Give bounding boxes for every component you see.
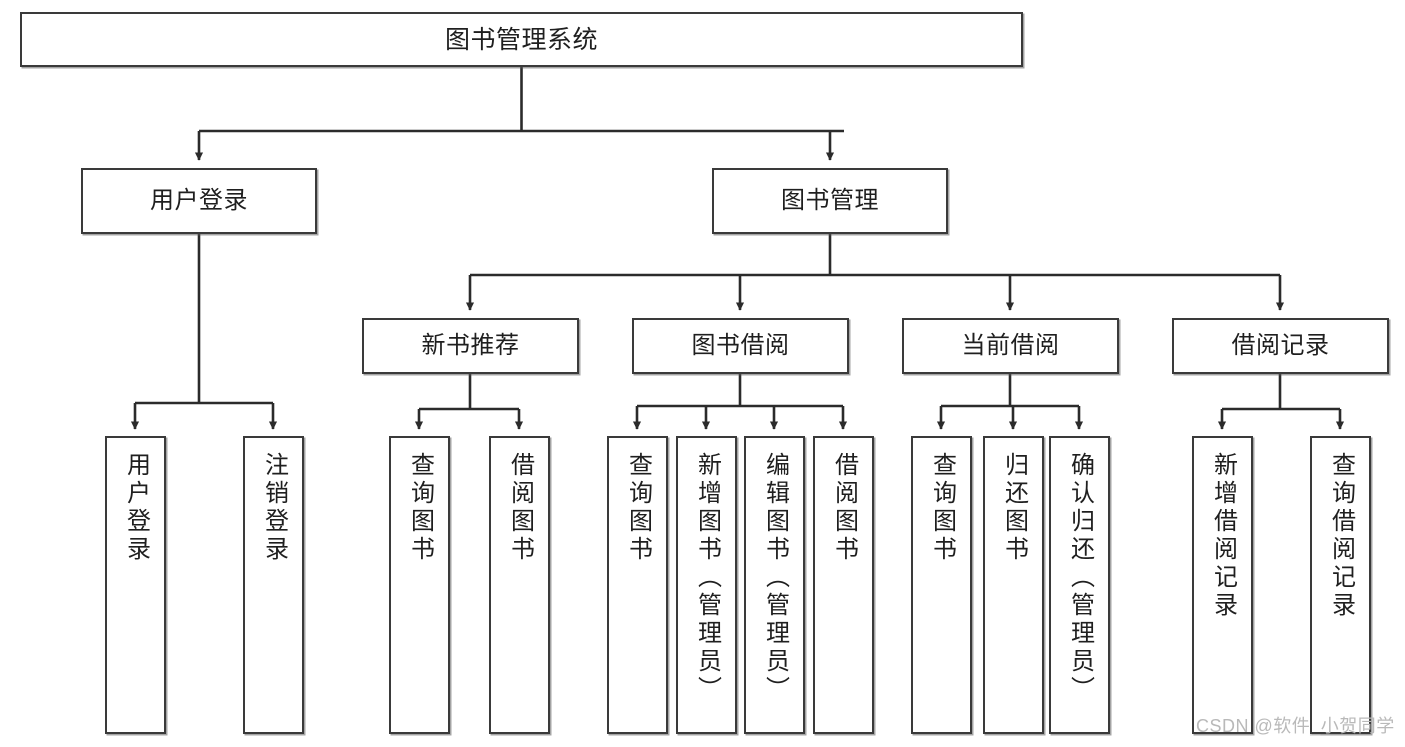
node-label: 新书推荐 (421, 331, 520, 359)
node-label: 新增图书（管理员） (693, 452, 721, 704)
node-leaf-borrow-book-1[interactable]: 借阅图书 (489, 436, 550, 734)
node-user-login[interactable]: 用户登录 (81, 168, 317, 234)
node-leaf-borrow-book-2[interactable]: 借阅图书 (813, 436, 874, 734)
node-label: 查询借阅记录 (1327, 452, 1355, 620)
node-leaf-logout-login[interactable]: 注销登录 (243, 436, 304, 734)
node-label: 借阅图书 (506, 452, 534, 564)
node-new-book-recommend[interactable]: 新书推荐 (362, 318, 579, 374)
node-label: 查询图书 (624, 452, 652, 564)
node-label: 用户登录 (150, 186, 248, 214)
node-label: 借阅图书 (830, 452, 858, 564)
node-leaf-query-book-3[interactable]: 查询图书 (911, 436, 972, 734)
node-label: 注销登录 (260, 452, 288, 564)
node-borrow-record[interactable]: 借阅记录 (1172, 318, 1389, 374)
node-book-manage[interactable]: 图书管理 (712, 168, 948, 234)
node-label: 新增借阅记录 (1209, 452, 1237, 620)
node-label: 查询图书 (928, 452, 956, 564)
node-current-borrow[interactable]: 当前借阅 (902, 318, 1119, 374)
node-label: 查询图书 (406, 452, 434, 564)
node-label: 借阅记录 (1231, 331, 1330, 359)
node-leaf-query-book-2[interactable]: 查询图书 (607, 436, 668, 734)
csdn-watermark: CSDN @软件_小贺同学 (1196, 716, 1395, 736)
node-label: 归还图书 (1000, 452, 1028, 564)
node-leaf-add-borrow-record[interactable]: 新增借阅记录 (1192, 436, 1253, 734)
node-leaf-query-borrow-record[interactable]: 查询借阅记录 (1310, 436, 1371, 734)
node-book-borrow[interactable]: 图书借阅 (632, 318, 849, 374)
node-leaf-confirm-return[interactable]: 确认归还（管理员） (1049, 436, 1110, 734)
node-label: 图书管理系统 (444, 25, 598, 54)
node-label: 编辑图书（管理员） (761, 452, 789, 704)
node-label: 图书借阅 (691, 331, 790, 359)
node-label: 确认归还（管理员） (1066, 452, 1094, 704)
node-system-root[interactable]: 图书管理系统 (20, 12, 1023, 67)
node-leaf-query-book-1[interactable]: 查询图书 (389, 436, 450, 734)
node-leaf-add-book-admin[interactable]: 新增图书（管理员） (676, 436, 737, 734)
node-leaf-return-book[interactable]: 归还图书 (983, 436, 1044, 734)
node-label: 用户登录 (122, 452, 150, 564)
node-leaf-edit-book-admin[interactable]: 编辑图书（管理员） (744, 436, 805, 734)
node-leaf-user-login[interactable]: 用户登录 (105, 436, 166, 734)
node-label: 图书管理 (781, 186, 879, 214)
node-label: 当前借阅 (961, 331, 1060, 359)
